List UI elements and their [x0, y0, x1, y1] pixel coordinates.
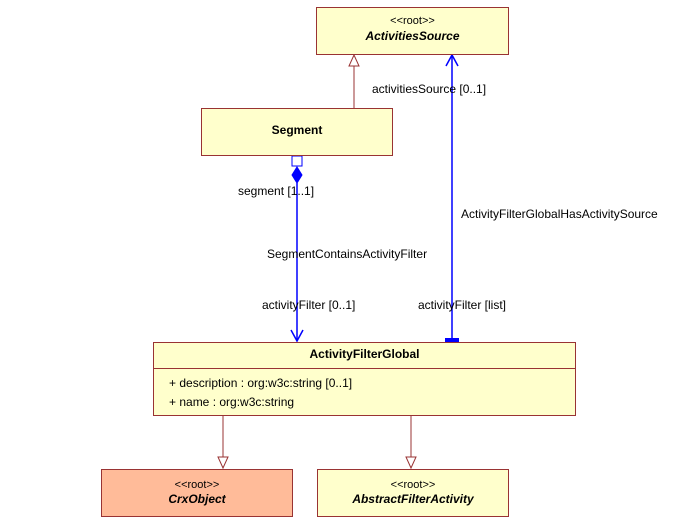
class-name: Segment	[271, 123, 323, 137]
role-activity-filter-composition: activityFilter [0..1]	[262, 298, 356, 312]
attribute-name: + name : org:w3c:string	[169, 395, 295, 409]
association-name-segment-contains: SegmentContainsActivityFilter	[267, 247, 428, 261]
compartment-divider	[154, 368, 575, 369]
generalization-activityfilterglobal-abstractfilteractivity	[405, 416, 417, 470]
generalization-activityfilterglobal-crxobject	[217, 416, 229, 470]
stereotype-label: <<root>>	[174, 479, 220, 491]
class-activity-filter-global[interactable]: ActivityFilterGlobal + description : org…	[153, 342, 576, 416]
stereotype-label: <<root>>	[390, 15, 435, 27]
stereotype-label: <<root>>	[390, 479, 436, 491]
role-activity-filter-list: activityFilter [list]	[418, 298, 507, 312]
class-segment[interactable]: Segment	[201, 108, 393, 156]
role-activities-source: activitiesSource [0..1]	[372, 82, 487, 96]
association-activityfilterglobal-has-activitysource	[445, 53, 459, 342]
generalization-segment-activitiessource	[348, 53, 360, 108]
role-segment: segment [1..1]	[238, 184, 315, 198]
class-name: AbstractFilterActivity	[352, 492, 474, 506]
class-abstract-filter-activity[interactable]: <<root>> AbstractFilterActivity	[317, 469, 509, 517]
attribute-description: + description : org:w3c:string [0..1]	[169, 376, 353, 390]
class-activities-source[interactable]: <<root>> ActivitiesSource	[316, 7, 509, 55]
class-name: ActivityFilterGlobal	[309, 347, 420, 361]
class-name: CrxObject	[168, 492, 226, 506]
association-name-global-has-source: ActivityFilterGlobalHasActivitySource	[461, 207, 658, 221]
association-segment-contains-activityfilter	[290, 155, 304, 343]
class-crx-object[interactable]: <<root>> CrxObject	[101, 469, 293, 517]
class-name: ActivitiesSource	[365, 29, 460, 43]
